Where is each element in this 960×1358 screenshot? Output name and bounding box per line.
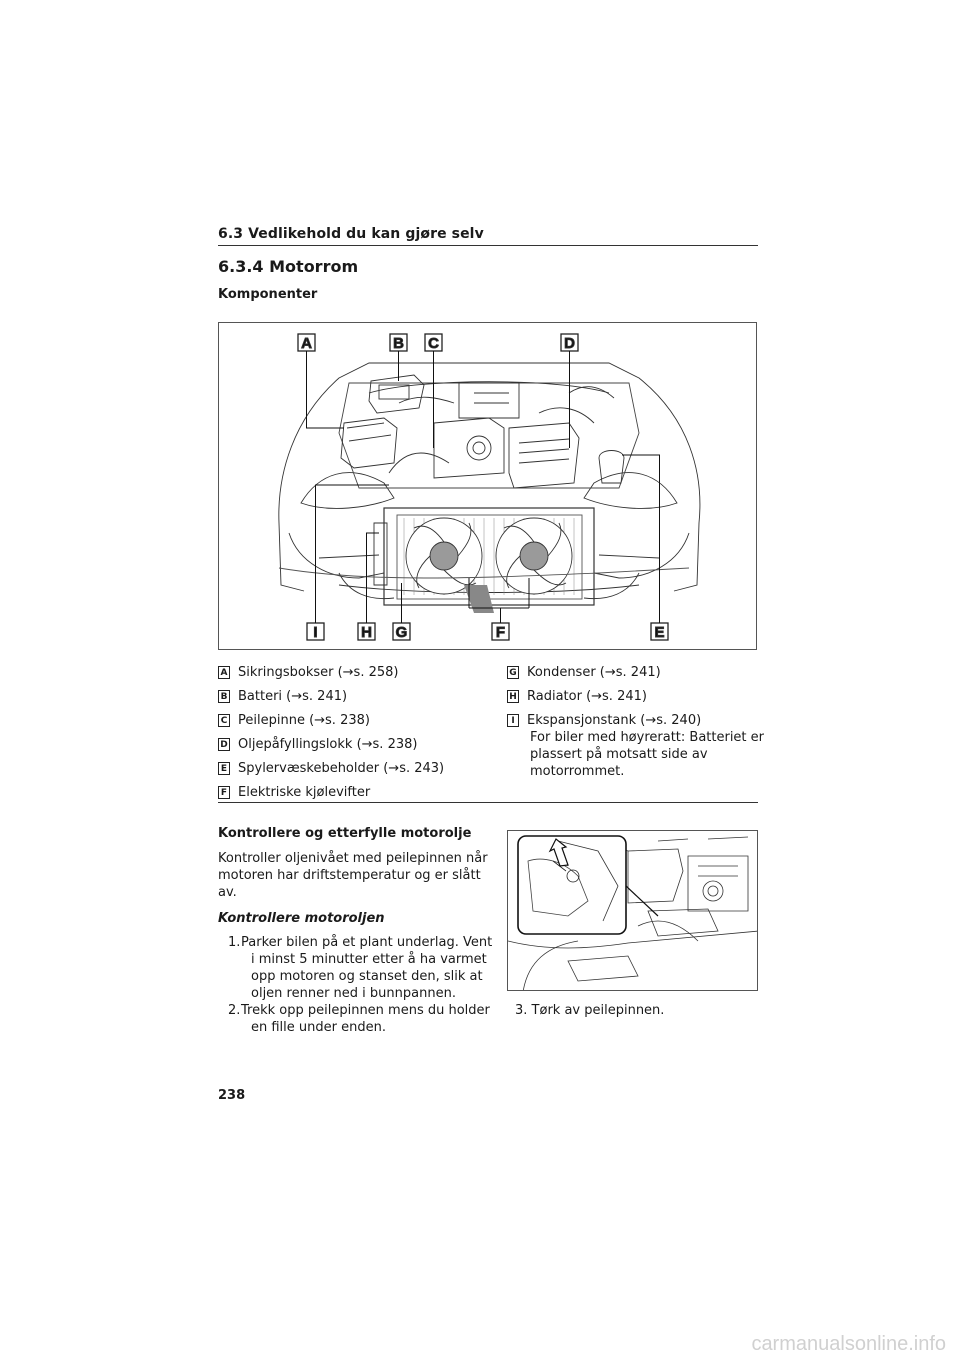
- dipstick-illustration: [507, 830, 758, 991]
- legend-key-A: A: [218, 666, 230, 679]
- callout-A: A: [301, 335, 312, 352]
- callout-D: D: [564, 335, 575, 352]
- step-2-line-1: Trekk opp peilepinnen mens du holder: [241, 1003, 490, 1018]
- callout-I: I: [313, 624, 317, 641]
- step-2-line-2: en fille under enden.: [251, 1020, 386, 1035]
- legend-text-B: Batteri (→s. 241): [238, 689, 348, 704]
- legend-divider: [218, 802, 758, 803]
- callout-C: C: [428, 335, 439, 352]
- callout-E: E: [654, 624, 664, 641]
- step-1-line-2: i minst 5 minutter etter å ha varmet: [251, 952, 487, 967]
- step-3-text: Tørk av peilepinnen.: [531, 1003, 665, 1018]
- rhd-note-line-1: For biler med høyreratt: Batteriet er: [530, 730, 765, 745]
- callout-H: H: [361, 624, 372, 641]
- callout-F: F: [496, 624, 505, 641]
- step-3: 3. Tørk av peilepinnen.: [515, 1002, 664, 1019]
- legend-item-G: G Kondenser (→s. 241): [507, 664, 661, 681]
- step-2-number: 2.: [228, 1003, 241, 1018]
- header-divider: [218, 245, 758, 246]
- rhd-note-line-2: plassert på motsatt side av: [530, 747, 708, 762]
- legend-key-I: I: [507, 714, 519, 727]
- step-1-line-3: opp motoren og stanset den, slik at: [251, 969, 483, 984]
- legend-key-H: H: [507, 690, 519, 703]
- check-oil-title: Kontrollere motoroljen: [218, 911, 385, 926]
- oil-intro-line-3: av.: [218, 885, 237, 900]
- step-1-line-1: Parker bilen på et plant underlag. Vent: [241, 935, 493, 950]
- step-3-number: 3.: [515, 1003, 528, 1018]
- page-heading: 6.3.4 Motorrom: [218, 257, 359, 276]
- oil-intro-line-2: motoren har driftstemperatur og er slått: [218, 868, 481, 883]
- step-1-number: 1.: [228, 935, 241, 950]
- callout-G: G: [396, 624, 408, 641]
- legend-text-G: Kondenser (→s. 241): [527, 665, 661, 680]
- engine-bay-illustration: A B C D I H G F E: [218, 322, 757, 650]
- legend-text-C: Peilepinne (→s. 238): [238, 713, 370, 728]
- legend-item-H: H Radiator (→s. 241): [507, 688, 647, 705]
- legend-item-C: C Peilepinne (→s. 238): [218, 712, 370, 729]
- step-2: 2. Trekk opp peilepinnen mens du holder …: [228, 1002, 490, 1036]
- legend-text-H: Radiator (→s. 241): [527, 689, 647, 704]
- legend-item-B: B Batteri (→s. 241): [218, 688, 347, 705]
- legend-item-E: E Spylervæskebeholder (→s. 243): [218, 760, 444, 777]
- page-number: 238: [218, 1088, 246, 1103]
- legend-item-A: A Sikringsbokser (→s. 258): [218, 664, 398, 681]
- rhd-note-line-3: motorrommet.: [530, 764, 625, 779]
- legend-text-E: Spylervæskebeholder (→s. 243): [238, 761, 445, 776]
- legend-key-C: C: [218, 714, 230, 727]
- oil-section-title: Kontrollere og etterfylle motorolje: [218, 826, 472, 841]
- callout-B: B: [393, 335, 404, 352]
- oil-intro-line-1: Kontroller oljenivået med peilepinnen nå…: [218, 851, 488, 866]
- legend-key-D: D: [218, 738, 230, 751]
- legend-text-F: Elektriske kjølevifter: [238, 785, 371, 800]
- legend-item-D: D Oljepåfyllingslokk (→s. 238): [218, 736, 417, 753]
- legend-key-B: B: [218, 690, 230, 703]
- legend-item-I: I Ekspansjonstank (→s. 240): [507, 712, 701, 729]
- legend-key-G: G: [507, 666, 519, 679]
- legend-key-F: F: [218, 786, 230, 799]
- components-subheading: Komponenter: [218, 287, 318, 302]
- legend-item-F: F Elektriske kjølevifter: [218, 784, 370, 801]
- legend-key-E: E: [218, 762, 230, 775]
- step-1-line-4: oljen renner ned i bunnpannen.: [251, 986, 456, 1001]
- legend-text-D: Oljepåfyllingslokk (→s. 238): [238, 737, 418, 752]
- step-1: 1. Parker bilen på et plant underlag. Ve…: [228, 934, 492, 1002]
- legend-text-I: Ekspansjonstank (→s. 240): [527, 713, 702, 728]
- section-header: 6.3 Vedlikehold du kan gjøre selv: [218, 226, 484, 242]
- oil-intro: Kontroller oljenivået med peilepinnen nå…: [218, 850, 488, 901]
- watermark: carmanualsonline.info: [751, 1333, 946, 1355]
- legend-text-A: Sikringsbokser (→s. 258): [238, 665, 399, 680]
